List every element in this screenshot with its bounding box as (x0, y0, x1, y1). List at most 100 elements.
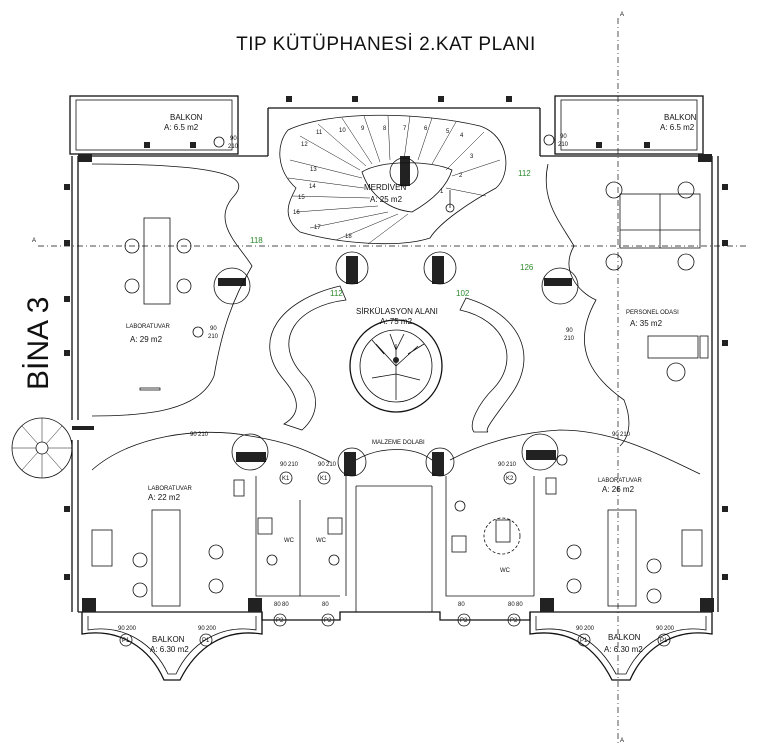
svg-text:4: 4 (460, 133, 464, 139)
balcony-bottom-left-rail (87, 616, 257, 675)
svg-text:200: 200 (584, 626, 595, 632)
svg-text:80: 80 (322, 602, 329, 608)
lab-br-partition (449, 429, 701, 475)
lab-bl-area: A: 22 m2 (148, 493, 181, 502)
dim-118: 118 (250, 236, 263, 245)
balkon-tr-area: A: 6.5 m2 (660, 123, 695, 132)
svg-text:90: 90 (230, 136, 237, 142)
svg-text:12: 12 (301, 142, 308, 148)
svg-text:P2: P2 (324, 618, 332, 624)
svg-text:210: 210 (564, 336, 575, 342)
balcony-bottom-right (529, 612, 713, 681)
svg-text:90: 90 (190, 432, 197, 438)
lab-left-partition (91, 163, 253, 417)
lab-left-furniture (124, 217, 192, 391)
svg-text:5: 5 (446, 129, 450, 135)
section-mark-left: A (32, 238, 36, 244)
balkon-bl-area: A: 6.30 m2 (150, 645, 189, 654)
svg-text:90: 90 (280, 462, 287, 468)
svg-text:1: 1 (440, 189, 444, 195)
svg-text:90: 90 (576, 626, 583, 632)
personel-name: PERSONEL ODASI (626, 310, 679, 316)
svg-text:15: 15 (298, 195, 305, 201)
svg-text:P1: P1 (660, 638, 668, 644)
svg-text:90: 90 (560, 134, 567, 140)
pier-circles (213, 157, 579, 477)
svg-text:210: 210 (326, 462, 337, 468)
sirkulasyon-name: SİRKÜLASYON ALANI (356, 307, 438, 316)
balkon-bl-name: BALKON (152, 635, 185, 644)
svg-text:P2: P2 (276, 618, 284, 624)
svg-text:200: 200 (206, 626, 217, 632)
east-wall (711, 156, 719, 612)
svg-text:K2: K2 (506, 476, 514, 482)
central-tree-medallion (349, 319, 443, 413)
svg-text:18: 18 (345, 234, 352, 240)
ramp-left (269, 285, 347, 431)
svg-text:10: 10 (339, 128, 346, 134)
svg-text:90: 90 (318, 462, 325, 468)
south-wall (78, 611, 712, 621)
wc-label-1: WC (284, 538, 295, 544)
section-mark-top: A (620, 12, 624, 18)
lab-bl-furniture (91, 479, 245, 607)
svg-text:80: 80 (458, 602, 465, 608)
svg-text:P1: P1 (580, 638, 588, 644)
ramp-right (459, 297, 525, 433)
west-wall (71, 156, 79, 612)
storage-arch (355, 449, 433, 461)
balkon-tr-name: BALKON (664, 113, 697, 122)
svg-text:9: 9 (361, 126, 365, 132)
svg-text:80: 80 (508, 602, 515, 608)
svg-text:210: 210 (228, 144, 239, 150)
balcony-top-right-rail (560, 99, 698, 151)
merdiven-name: MERDİVEN (364, 183, 406, 192)
lab-br-name: LABORATUVAR (598, 478, 642, 484)
balkon-br-area: A: 6.30 m2 (604, 645, 643, 654)
balcony-top-left-outline (69, 95, 239, 155)
svg-text:80: 80 (282, 602, 289, 608)
svg-text:210: 210 (208, 334, 219, 340)
window-markers (64, 96, 728, 580)
dim-126: 126 (520, 263, 534, 272)
svg-text:17: 17 (314, 225, 321, 231)
svg-text:90: 90 (118, 626, 125, 632)
component-labels: K1 K1 K2 P1 P1 P1 P1 P2 P2 P2 P2 (122, 476, 668, 644)
dim-112-top: 112 (518, 169, 531, 178)
wc-label-2: WC (316, 538, 327, 544)
balkon-br-name: BALKON (608, 633, 641, 642)
svg-text:90: 90 (198, 626, 205, 632)
svg-text:210: 210 (558, 142, 569, 148)
wc-block (255, 476, 535, 612)
dim-112-ramp: 112 (330, 289, 343, 298)
svg-text:11: 11 (316, 130, 323, 136)
door-tag-circles (119, 134, 671, 647)
svg-text:8: 8 (383, 126, 387, 132)
personnel-partition (545, 163, 630, 447)
north-wall (78, 107, 712, 157)
svg-text:6: 6 (424, 126, 428, 132)
svg-text:K1: K1 (320, 476, 328, 482)
lab-br-area: A: 26 m2 (602, 485, 635, 494)
west-spiral-stair (11, 417, 94, 479)
dim-102-ramp: 102 (456, 289, 470, 298)
svg-text:13: 13 (310, 167, 317, 173)
main-staircase (279, 114, 507, 245)
svg-text:90: 90 (210, 326, 217, 332)
lab-bl-partition (91, 431, 331, 471)
svg-text:P1: P1 (202, 638, 210, 644)
svg-text:90: 90 (656, 626, 663, 632)
balkon-tl-name: BALKON (170, 113, 203, 122)
stair-core-wall (267, 108, 541, 156)
svg-text:90: 90 (498, 462, 505, 468)
svg-text:P2: P2 (510, 618, 518, 624)
lab-br-furniture (545, 477, 703, 607)
svg-text:210: 210 (506, 462, 517, 468)
personnel-furniture (605, 181, 709, 382)
balcony-bottom-right-rail (535, 616, 707, 675)
malzeme-name: MALZEME DOLABI (372, 440, 425, 446)
svg-text:P1: P1 (122, 638, 130, 644)
svg-text:K1: K1 (282, 476, 290, 482)
